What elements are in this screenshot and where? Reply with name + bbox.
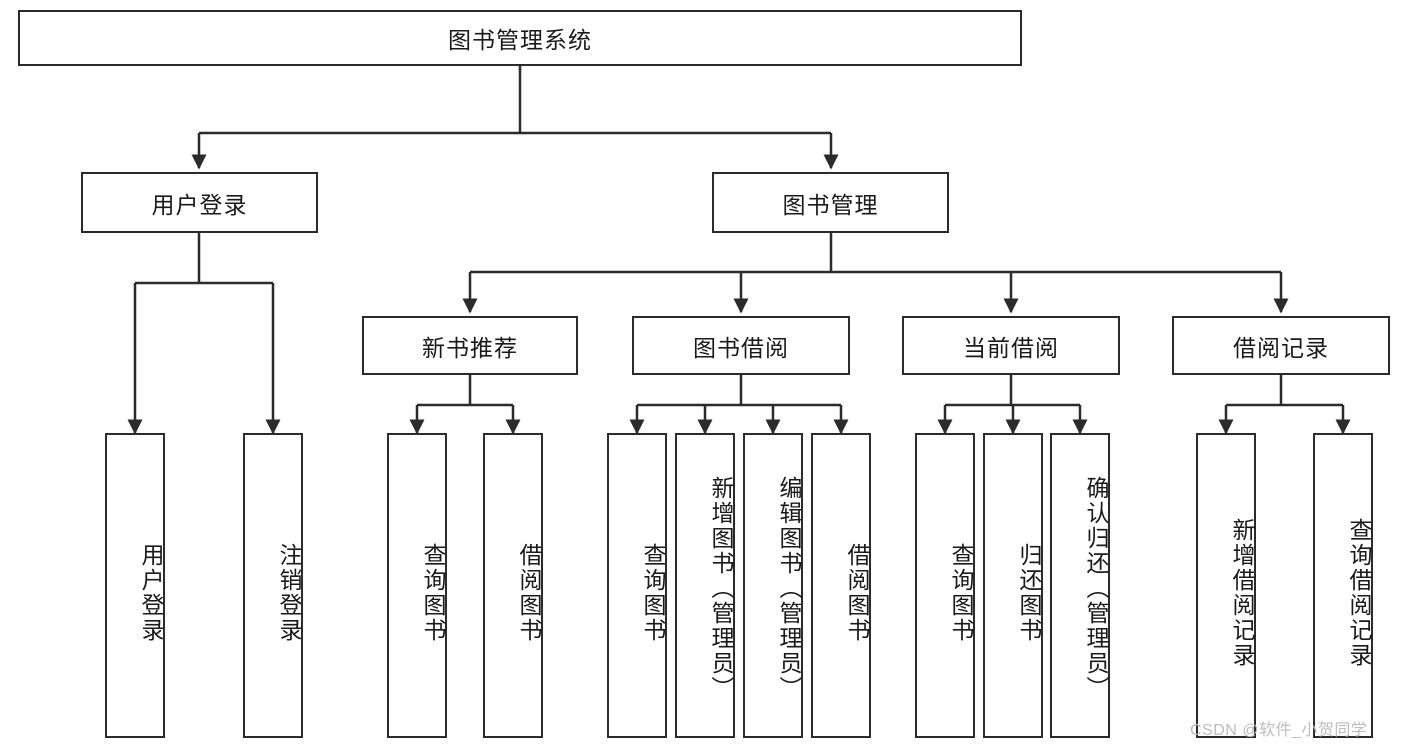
node-book-borrow[interactable]: 图书借阅 [632, 316, 850, 375]
leaf-current-borrow-query-book[interactable]: 查询图书 [915, 433, 975, 738]
leaf-borrow-record-add-record[interactable]: 新增借阅记录 [1196, 433, 1256, 738]
node-new-book-recommend[interactable]: 新书推荐 [362, 316, 578, 375]
leaf-book-borrow-borrow-book[interactable]: 借阅图书 [811, 433, 871, 738]
node-borrow-record[interactable]: 借阅记录 [1172, 316, 1390, 375]
leaf-current-borrow-confirm-return-admin[interactable]: 确认归还（管理员） [1050, 433, 1110, 738]
node-root-system[interactable]: 图书管理系统 [18, 10, 1022, 66]
leaf-book-borrow-add-book-admin[interactable]: 新增图书（管理员） [675, 433, 735, 738]
csdn-watermark: CSDN @软件_小贺同学 [1190, 722, 1368, 739]
leaf-book-borrow-edit-book-admin[interactable]: 编辑图书（管理员） [743, 433, 803, 738]
leaf-user-login-logout[interactable]: 注销登录 [243, 433, 303, 738]
node-book-management[interactable]: 图书管理 [712, 172, 949, 233]
leaf-new-book-borrow-book[interactable]: 借阅图书 [483, 433, 543, 738]
leaf-new-book-query-book[interactable]: 查询图书 [387, 433, 447, 738]
leaf-current-borrow-return-book[interactable]: 归还图书 [983, 433, 1043, 738]
leaf-borrow-record-query-record[interactable]: 查询借阅记录 [1313, 433, 1373, 738]
leaf-book-borrow-query-book[interactable]: 查询图书 [607, 433, 667, 738]
node-user-login[interactable]: 用户登录 [81, 172, 318, 233]
node-current-borrow[interactable]: 当前借阅 [902, 316, 1120, 375]
leaf-user-login-login[interactable]: 用户登录 [105, 433, 165, 738]
